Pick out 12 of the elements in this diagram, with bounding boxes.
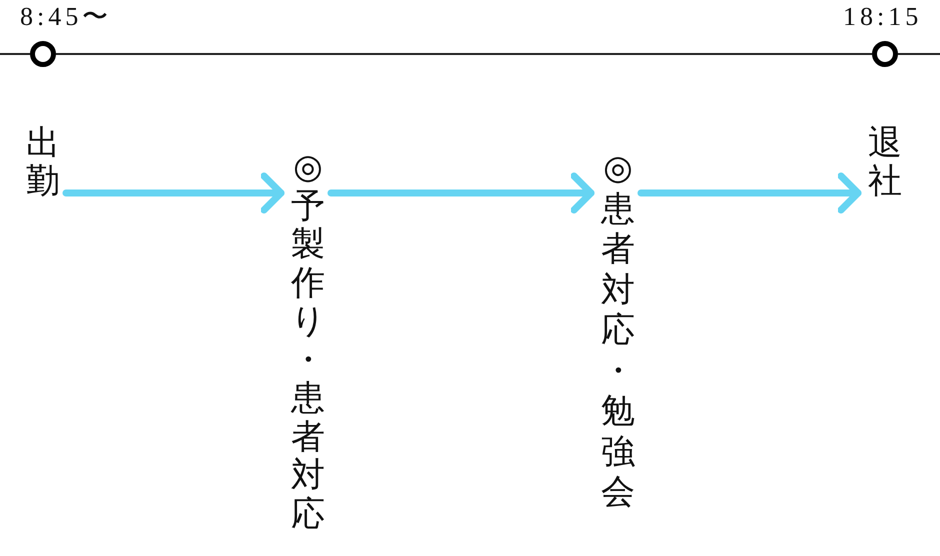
timeline-line xyxy=(0,53,30,55)
arrow xyxy=(328,172,594,214)
arrow xyxy=(62,172,284,214)
step-label: ◎患者対応・勉強会 xyxy=(601,148,635,512)
time-label: 8:45〜 xyxy=(20,4,112,30)
step-label: 退社 xyxy=(868,124,902,200)
time-label: 18:15 xyxy=(843,4,922,30)
timeline-line xyxy=(898,53,940,55)
step-label: 出勤 xyxy=(26,124,60,200)
arrow xyxy=(638,172,862,214)
timeline-line xyxy=(56,53,872,55)
step-label: ◎予製作り・患者対応 xyxy=(291,148,325,533)
